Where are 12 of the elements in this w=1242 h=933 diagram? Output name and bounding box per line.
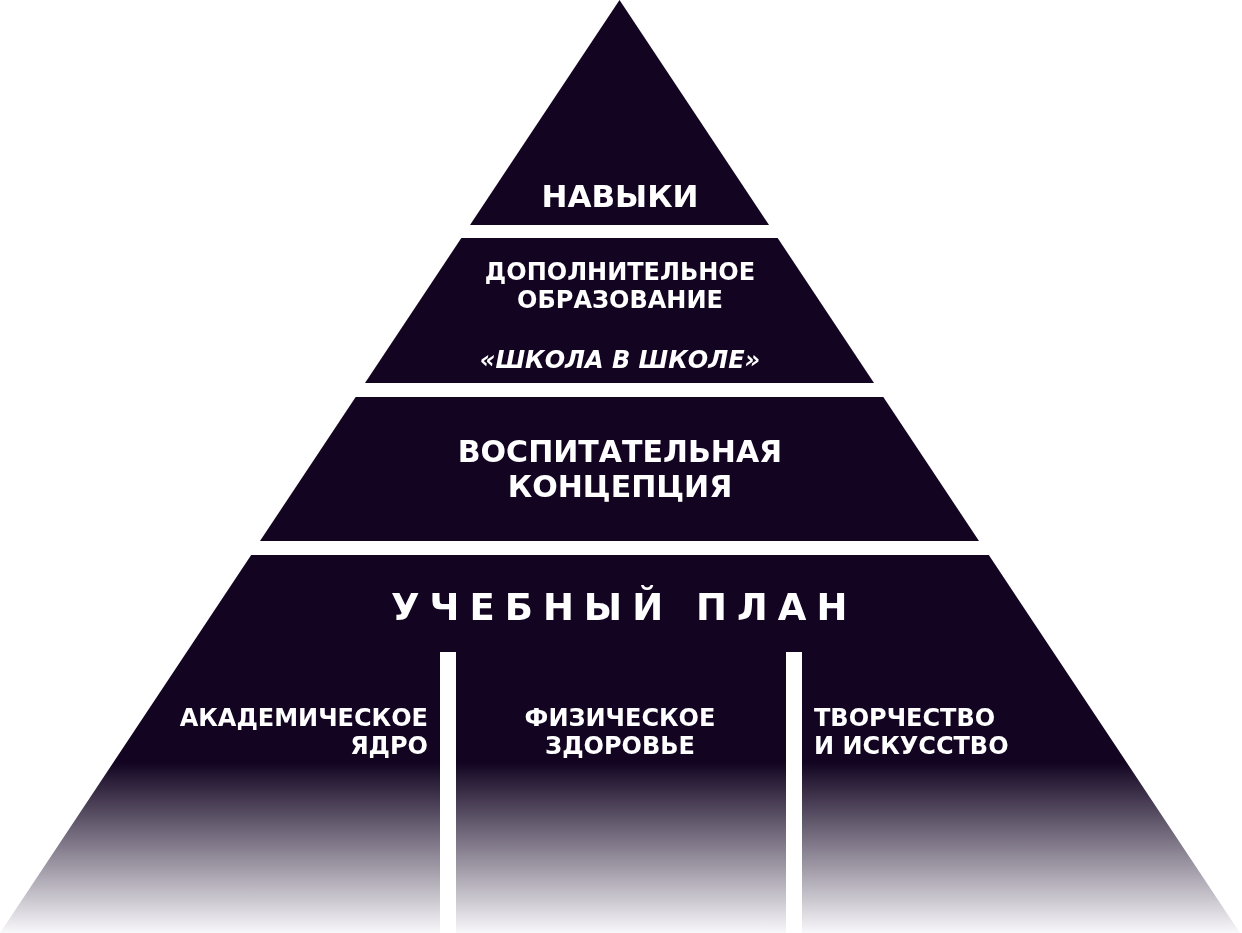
section-label: ТВОРЧЕСТВО И ИСКУССТВО <box>814 704 1010 760</box>
tier-subtitle: «ШКОЛА В ШКОЛЕ» <box>479 346 761 374</box>
pyramid-tier <box>260 397 980 541</box>
tier-title: ДОПОЛНИТЕЛЬНОЕ ОБРАЗОВАНИЕ <box>484 258 756 314</box>
tier-title: НАВЫКИ <box>541 178 699 215</box>
section-label: ФИЗИЧЕСКОЕ ЗДОРОВЬЕ <box>524 704 716 760</box>
pyramid-tier <box>0 555 1240 933</box>
tier-title: ВОСПИТАТЕЛЬНАЯ КОНЦЕПЦИЯ <box>457 434 783 504</box>
pyramid-tier <box>470 0 770 225</box>
tier-title: УЧЕБНЫЙ ПЛАН <box>391 586 849 630</box>
pyramid-tier <box>365 238 875 383</box>
section-label: АКАДЕМИЧЕСКОЕ ЯДРО <box>178 704 428 760</box>
